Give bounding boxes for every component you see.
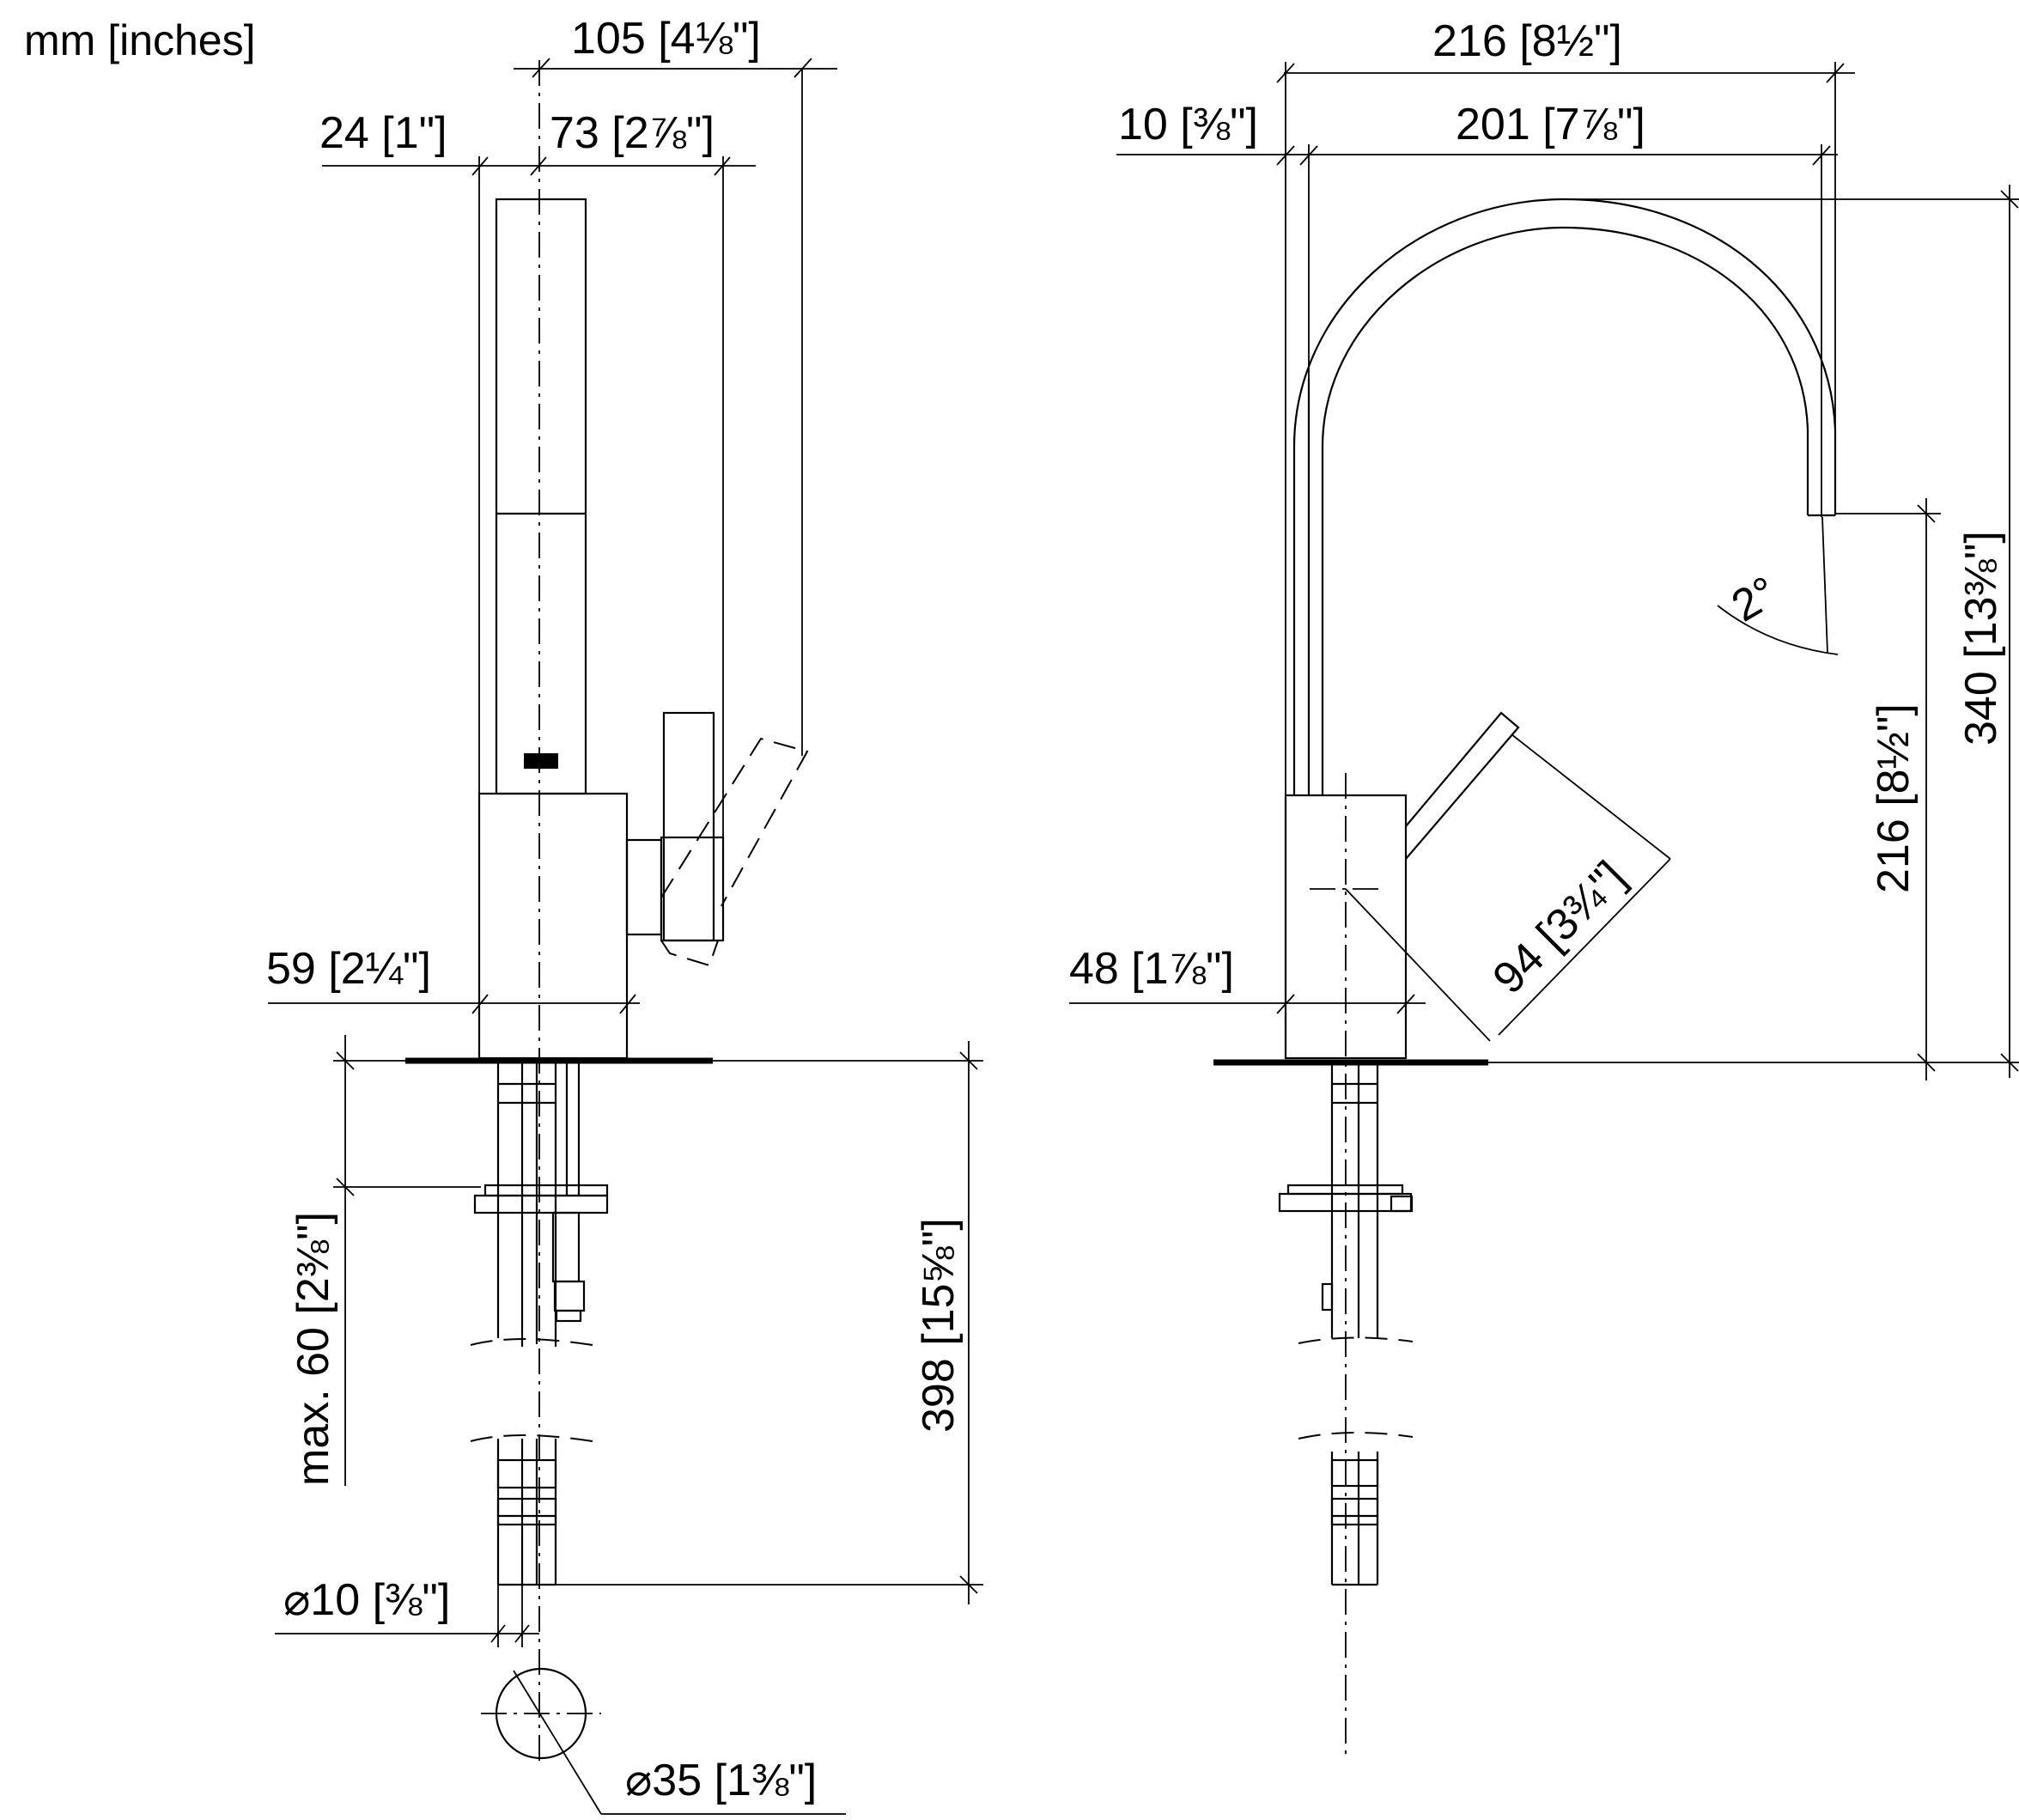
dim-front-spout-height: 216 [8½"] — [1488, 498, 2019, 1080]
front-view-body — [1284, 711, 1520, 1060]
dim-side-hole-diameter: ⌀35 [1⅜"] — [513, 1670, 846, 1815]
dim-front-reach: 10 [⅜"] 201 [7⅞"] — [1116, 100, 1838, 517]
side-view-lever-alt-position — [660, 737, 809, 967]
svg-text:94 [3¾"]: 94 [3¾"] — [1483, 852, 1635, 1004]
side-view-spout — [495, 198, 587, 795]
dim-front-total-height: 340 [13⅜"] — [1561, 185, 2019, 1078]
svg-text:48 [1⅞"]: 48 [1⅞"] — [1069, 944, 1234, 994]
svg-text:24 [1"]: 24 [1"] — [319, 108, 447, 158]
front-view-spout — [1292, 198, 1837, 795]
svg-text:340 [13⅜"]: 340 [13⅜"] — [1956, 531, 2006, 746]
dim-front-body-width: 48 [1⅞"] — [1069, 944, 1426, 1014]
dim-side-hose-diameter: ⌀10 [⅜"] — [275, 1575, 539, 1647]
side-view-hose-assembly — [470, 1063, 609, 1586]
dim-front-lever-length: 94 [3¾"] — [1345, 733, 1671, 1042]
svg-text:216 [8½"]: 216 [8½"] — [1432, 16, 1622, 66]
svg-text:59 [2¼"]: 59 [2¼"] — [266, 944, 431, 994]
dim-side-total-depth: 105 [4⅛"] — [514, 14, 837, 756]
svg-text:216 [8½"]: 216 [8½"] — [1869, 703, 1919, 893]
svg-text:max. 60 [2⅜"]: max. 60 [2⅜"] — [289, 1212, 338, 1486]
units-label: mm [inches] — [24, 16, 256, 64]
dim-side-body-width: 59 [2¼"] — [266, 944, 640, 1014]
side-view-mounting-hole — [481, 1667, 601, 1760]
front-view-hose-assembly — [1278, 1065, 1414, 1586]
svg-text:10 [⅜"]: 10 [⅜"] — [1118, 100, 1258, 149]
svg-text:⌀35 [1⅜"]: ⌀35 [1⅜"] — [625, 1756, 817, 1805]
svg-text:2°: 2° — [1724, 567, 1785, 631]
dim-side-hose-length: 398 [15⅝"] — [556, 1041, 983, 1604]
svg-text:105 [4⅛"]: 105 [4⅛"] — [571, 14, 761, 64]
svg-text:201 [7⅞"]: 201 [7⅞"] — [1456, 100, 1645, 149]
svg-text:398 [15⅝"]: 398 [15⅝"] — [914, 1218, 964, 1433]
svg-text:73 [2⅞"]: 73 [2⅞"] — [550, 108, 715, 158]
front-view: 2° 216 [8½"] 10 [⅜"] 201 [7⅞"] 48 [1⅞"] — [1069, 16, 2019, 1761]
dim-side-spout-depth: 24 [1"] 73 [2⅞"] — [319, 108, 756, 837]
dim-front-total-width: 216 [8½"] — [1276, 16, 1855, 795]
side-view: 105 [4⅛"] 24 [1"] 73 [2⅞"] 59 [2¼"] max.… — [266, 14, 983, 1815]
front-view-angle-indicator: 2° — [1717, 516, 1839, 655]
svg-text:⌀10 [⅜"]: ⌀10 [⅜"] — [283, 1575, 450, 1625]
side-view-body — [477, 711, 725, 1060]
dim-side-max-deck: max. 60 [2⅜"] — [289, 1035, 481, 1486]
